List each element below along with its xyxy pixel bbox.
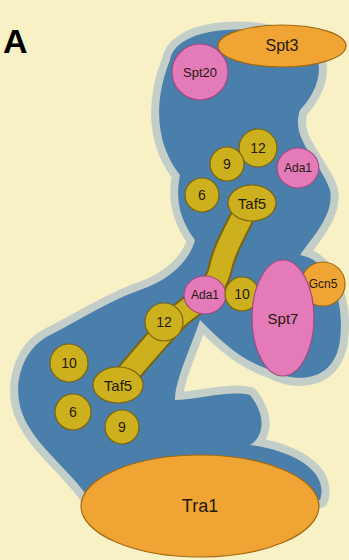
subunit-label: Gcn5	[309, 278, 338, 290]
subunit-label: 6	[69, 405, 77, 419]
taf-circle: 10	[49, 343, 89, 383]
subunit-circle: Ada1	[276, 147, 320, 189]
subunit-label: Spt20	[183, 66, 217, 79]
taf5-body: Taf5	[92, 366, 144, 404]
density-halo	[18, 30, 341, 500]
subunit-label: Taf5	[104, 378, 132, 393]
panel-letter: A	[3, 22, 28, 61]
subunit-label: Ada1	[284, 162, 312, 174]
subunit-ellipse: Tra1	[80, 454, 320, 558]
taf-circle: 9	[209, 146, 245, 182]
subunit-circle: Spt20	[171, 43, 229, 101]
taf-circle: 12	[144, 302, 184, 342]
subunit-label: Spt7	[268, 311, 299, 326]
subunit-label: 6	[198, 188, 206, 202]
subunit-label: Spt3	[266, 38, 299, 54]
subunit-label: 12	[250, 141, 266, 155]
taf5-body: Taf5	[227, 184, 277, 222]
subunit-ellipse: Spt7	[251, 259, 315, 377]
subunit-label: Taf5	[238, 196, 266, 211]
taf-circle: 6	[54, 393, 92, 431]
subunit-label: 9	[223, 157, 231, 171]
subunit-ellipse: Spt3	[217, 24, 347, 68]
subunit-label: Tra1	[182, 497, 218, 515]
density-body	[18, 30, 341, 500]
taf-circle: 6	[184, 177, 220, 213]
subunit-label: 10	[234, 287, 250, 301]
subunit-circle: Ada1	[183, 275, 227, 315]
subunit-label: 12	[156, 315, 172, 329]
subunit-label: Ada1	[191, 289, 219, 301]
taf-circle: 9	[104, 409, 140, 445]
subunit-label: 9	[118, 420, 126, 434]
subunit-label: 10	[61, 356, 77, 370]
